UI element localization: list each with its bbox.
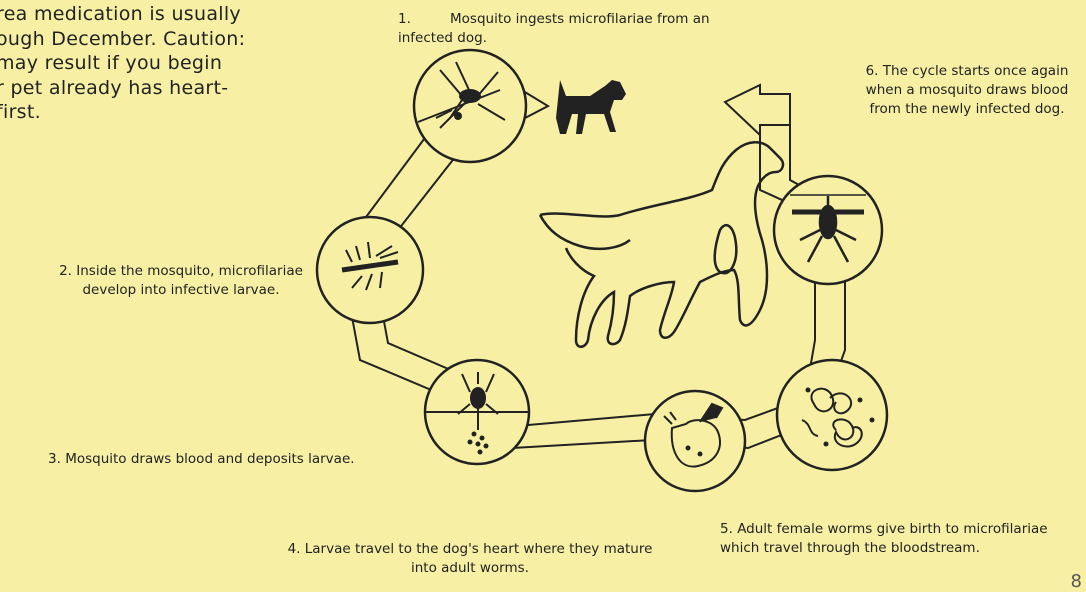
page-number: 8 bbox=[1071, 571, 1082, 592]
step-3-text: Mosquito draws blood and deposits larvae… bbox=[65, 451, 354, 467]
step-6-text: The cycle starts once again when a mosqu… bbox=[866, 63, 1069, 117]
step-1-label: 1.Mosquito ingests microfilariae from an… bbox=[398, 10, 738, 48]
intro-text: rea medication is usually ough December.… bbox=[0, 2, 326, 125]
step-3-label: 3. Mosquito draws blood and deposits lar… bbox=[48, 450, 428, 469]
stage-5-circle bbox=[777, 360, 887, 470]
newly-infected-dog-outline bbox=[540, 142, 783, 347]
step-2-text: Inside the mosquito, microfilariae devel… bbox=[76, 263, 303, 298]
step-2-label: 2. Inside the mosquito, microfilariae de… bbox=[36, 262, 326, 300]
stage-2-circle bbox=[317, 217, 423, 323]
step-1-number: 1. bbox=[398, 10, 450, 29]
stage-1-circle bbox=[414, 50, 526, 162]
stage-4-circle bbox=[645, 391, 745, 491]
infected-dog-silhouette bbox=[556, 80, 626, 134]
step-2-number: 2. bbox=[59, 263, 72, 279]
step-3-number: 3. bbox=[48, 451, 61, 467]
step-6-number: 6. bbox=[866, 63, 879, 79]
step-4-label: 4. Larvae travel to the dog's heart wher… bbox=[285, 540, 655, 578]
step-5-label: 5. Adult female worms give birth to micr… bbox=[720, 520, 1050, 558]
step-5-text: Adult female worms give birth to microfi… bbox=[720, 521, 1048, 556]
step-4-text: Larvae travel to the dog's heart where t… bbox=[305, 541, 653, 576]
step-5-number: 5. bbox=[720, 521, 733, 537]
cycle-arrow bbox=[725, 85, 790, 135]
step-6-label: 6. The cycle starts once again when a mo… bbox=[862, 62, 1072, 119]
step-4-number: 4. bbox=[288, 541, 301, 557]
